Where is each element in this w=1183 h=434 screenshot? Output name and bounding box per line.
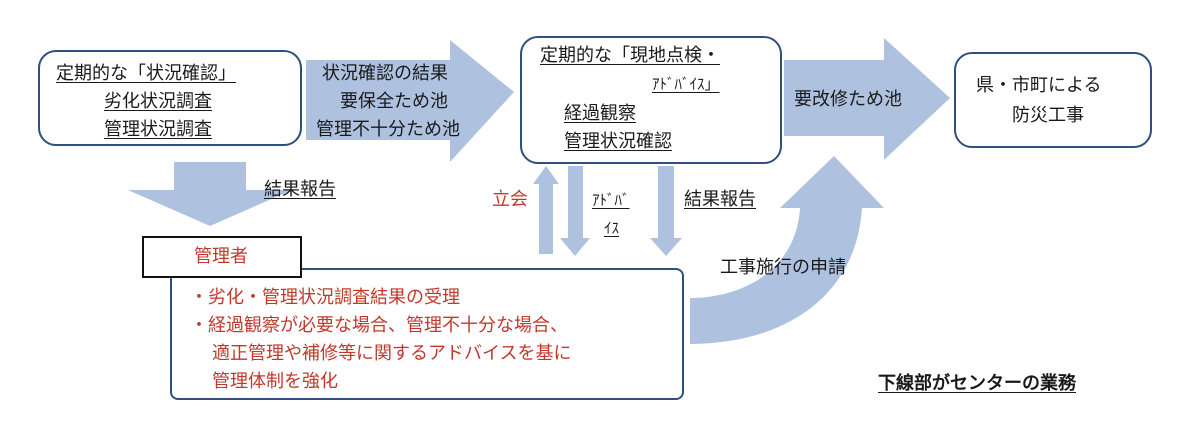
box-a-line3: 管理状況調査	[104, 119, 212, 140]
tachiai-label: 立会	[492, 189, 528, 210]
manager-bullet2: ・経過観察が必要な場合、管理不十分な場合、	[190, 315, 568, 336]
arrow-b-text: 要改修ため池	[794, 89, 902, 110]
box-b-line4: 管理状況確認	[564, 131, 672, 152]
box-b-line2: ｱﾄﾞﾊﾞｲｽ」	[652, 75, 720, 93]
arrow-a-text-line1: 状況確認の結果	[322, 63, 448, 84]
arrow-a-text-line3: 管理不十分ため池	[316, 119, 460, 140]
down-arrow-report	[650, 166, 682, 256]
up-arrow-tachiai	[533, 166, 559, 254]
down-arrow-a	[128, 162, 292, 226]
manager-bullet1: ・劣化・管理状況調査結果の受理	[190, 287, 460, 308]
box-b-line3: 経過観察	[564, 103, 636, 124]
box-c-line2: 防災工事	[1012, 105, 1084, 126]
manager-main-box	[170, 268, 684, 400]
advice-label-line2: ｲｽ	[604, 219, 620, 237]
manager-title-box	[142, 236, 302, 278]
down-arrow-label: 結果報告	[264, 179, 336, 200]
box-a-line2: 劣化状況調査	[104, 91, 212, 112]
periodic-status-check-box	[38, 50, 302, 146]
box-b-line1: 定期的な「現地点検・	[540, 45, 720, 66]
box-a-line1: 定期的な「状況確認」	[56, 63, 236, 84]
disaster-prevention-box	[954, 52, 1152, 148]
footnote: 下線部がセンターの業務	[878, 373, 1076, 394]
application-label: 工事施行の申請	[720, 257, 846, 278]
manager-title: 管理者	[194, 246, 248, 267]
arrow-a-text-line2: 要保全ため池	[340, 91, 448, 112]
manager-bullet4: 管理体制を強化	[212, 371, 338, 392]
manager-bullet3: 適正管理や補修等に関するアドバイスを基に	[212, 343, 572, 364]
field-inspection-box	[520, 36, 782, 164]
curved-up-arrow	[690, 156, 884, 344]
box-c-line1: 県・市町による	[976, 75, 1102, 96]
result-report-label: 結果報告	[684, 189, 756, 210]
big-right-arrow-a	[306, 40, 514, 162]
down-arrow-advice	[560, 166, 590, 256]
advice-label-line1: ｱﾄﾞﾊﾞ	[592, 191, 630, 209]
big-right-arrow-b	[784, 38, 950, 160]
